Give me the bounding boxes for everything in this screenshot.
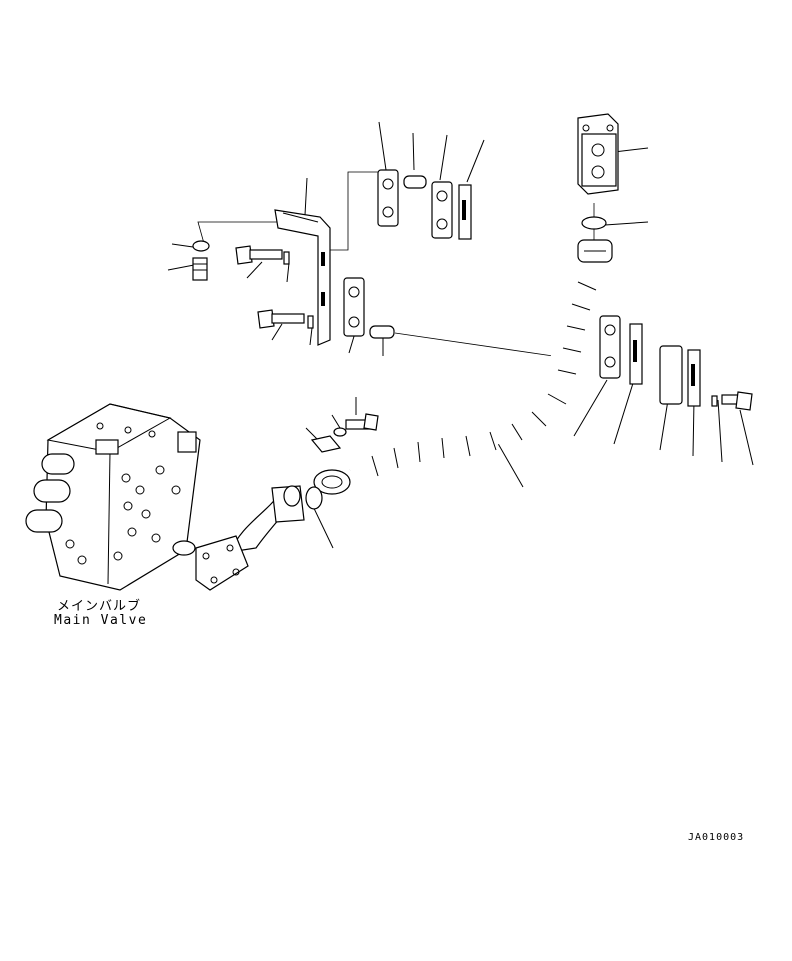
clamp-set-right [599, 315, 753, 411]
drawing-code: JA010003 [688, 832, 745, 843]
flange-block [577, 113, 619, 230]
clamp-set-top [377, 169, 472, 240]
bracket [192, 209, 331, 346]
hose-assembly [313, 239, 613, 495]
main-valve-label-en: Main Valve [54, 613, 148, 628]
main-valve [25, 403, 201, 591]
main-valve-label-jp: メインバルブ [57, 599, 142, 614]
split-flange [310, 413, 379, 453]
valve-flange [195, 485, 323, 591]
leader-lines [167, 121, 754, 549]
clamp-middle [343, 277, 395, 339]
